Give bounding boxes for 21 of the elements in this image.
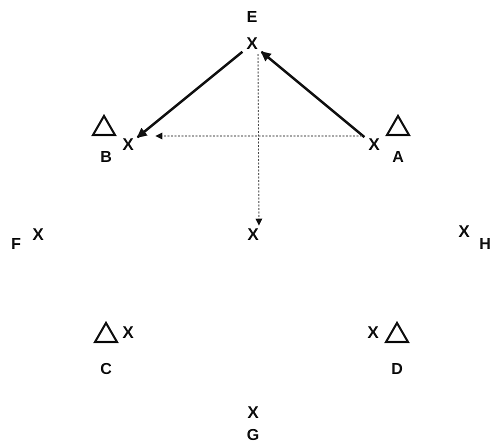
point-label: F (11, 237, 21, 253)
point-label: D (391, 362, 403, 378)
point-label: E (246, 10, 258, 26)
point-label: B (100, 150, 112, 166)
x-mark: X (246, 36, 258, 52)
x-mark: X (122, 137, 134, 153)
x-mark: X (32, 227, 44, 243)
arrow (260, 50, 366, 138)
point-label: A (392, 150, 404, 166)
x-mark: X (247, 227, 259, 243)
point-label: C (100, 362, 112, 378)
dotted-arrow (155, 132, 362, 140)
point-label: G (246, 428, 260, 444)
x-mark: X (458, 224, 470, 240)
dotted-arrow (255, 54, 262, 226)
point-label: H (479, 237, 491, 253)
x-mark: X (247, 405, 259, 421)
x-mark: X (367, 325, 379, 341)
x-mark: X (122, 325, 134, 341)
x-mark: X (368, 137, 380, 153)
arrow (136, 50, 244, 138)
